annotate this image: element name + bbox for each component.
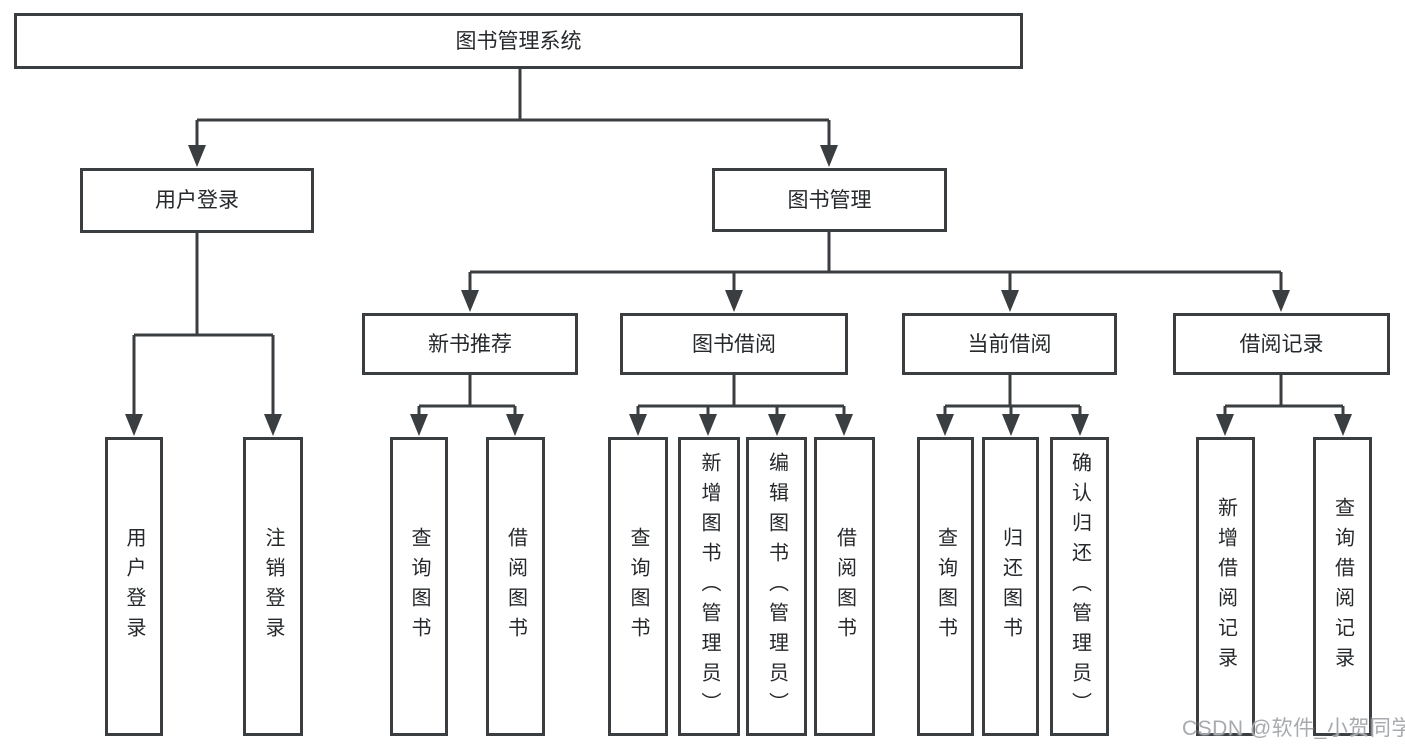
node-leaf-logout: 注销登录: [243, 437, 303, 736]
node-leaf-query-books-borrow-label: 查询图书: [627, 526, 649, 647]
node-leaf-query-books-borrow: 查询图书: [608, 437, 668, 736]
node-leaf-confirm-return-admin-label: 确认归还（管理员）: [1068, 451, 1091, 722]
node-library-management-system: 图书管理系统: [14, 13, 1023, 69]
arrowhead: [461, 290, 479, 312]
node-book-management: 图书管理: [712, 168, 947, 232]
node-leaf-user-login: 用户登录: [105, 437, 163, 736]
node-borrowing-records-label: 借阅记录: [1239, 332, 1324, 356]
node-user-login-branch: 用户登录: [80, 168, 314, 233]
arrowhead: [264, 414, 282, 436]
node-book-management-label: 图书管理: [787, 188, 872, 212]
node-book-borrowing-label: 图书借阅: [692, 332, 776, 356]
node-leaf-logout-label: 注销登录: [262, 526, 284, 647]
node-leaf-confirm-return-admin: 确认归还（管理员）: [1050, 437, 1109, 736]
arrowhead: [1272, 290, 1290, 312]
node-current-borrowing-label: 当前借阅: [967, 332, 1052, 356]
arrowhead: [629, 414, 647, 436]
arrowhead: [725, 290, 743, 312]
node-leaf-borrow-books: 借阅图书: [814, 437, 875, 736]
node-new-book-recommendation-label: 新书推荐: [428, 332, 512, 356]
arrowhead: [1001, 290, 1019, 312]
node-leaf-borrow-books-recommend: 借阅图书: [486, 437, 545, 736]
node-leaf-query-borrow-record-label: 查询借阅记录: [1331, 496, 1354, 677]
node-leaf-return-books-label: 归还图书: [999, 526, 1022, 647]
csdn-watermark: CSDN @软件_小贺同学: [1182, 717, 1405, 740]
node-leaf-query-books-recommend-label: 查询图书: [408, 526, 430, 647]
arrowhead: [188, 145, 206, 167]
node-new-book-recommendation: 新书推荐: [362, 313, 578, 375]
edge-lines: [132, 69, 1345, 418]
arrowhead: [820, 145, 838, 167]
node-user-login-branch-label: 用户登录: [155, 189, 239, 212]
arrowhead: [1002, 414, 1020, 436]
arrowhead: [936, 414, 954, 436]
arrowhead: [835, 414, 853, 436]
node-leaf-query-books-current: 查询图书: [917, 437, 974, 736]
node-leaf-query-books-recommend: 查询图书: [390, 437, 448, 736]
arrowhead: [125, 414, 143, 436]
arrowhead: [506, 414, 524, 436]
node-leaf-return-books: 归还图书: [982, 437, 1039, 736]
node-leaf-add-books-admin-label: 新增图书（管理员）: [698, 451, 720, 722]
arrowhead: [410, 414, 428, 436]
node-library-management-system-label: 图书管理系统: [455, 29, 582, 53]
arrowhead: [1216, 414, 1234, 436]
node-leaf-user-login-label: 用户登录: [123, 526, 145, 647]
node-leaf-query-borrow-record: 查询借阅记录: [1313, 437, 1372, 736]
node-leaf-borrow-books-label: 借阅图书: [833, 526, 856, 647]
node-leaf-add-books-admin: 新增图书（管理员）: [678, 437, 740, 736]
node-leaf-query-books-current-label: 查询图书: [934, 526, 957, 647]
node-borrowing-records: 借阅记录: [1173, 313, 1390, 375]
node-book-borrowing: 图书借阅: [620, 313, 848, 375]
node-leaf-edit-books-admin-label: 编辑图书（管理员）: [765, 451, 788, 722]
node-leaf-borrow-books-recommend-label: 借阅图书: [504, 526, 527, 647]
arrowhead: [768, 414, 786, 436]
arrowhead: [1071, 414, 1089, 436]
node-leaf-add-borrow-record: 新增借阅记录: [1196, 437, 1255, 736]
node-leaf-edit-books-admin: 编辑图书（管理员）: [746, 437, 807, 736]
node-leaf-add-borrow-record-label: 新增借阅记录: [1214, 496, 1237, 677]
arrowhead: [699, 414, 717, 436]
arrowhead: [1334, 414, 1352, 436]
node-current-borrowing: 当前借阅: [902, 313, 1117, 375]
